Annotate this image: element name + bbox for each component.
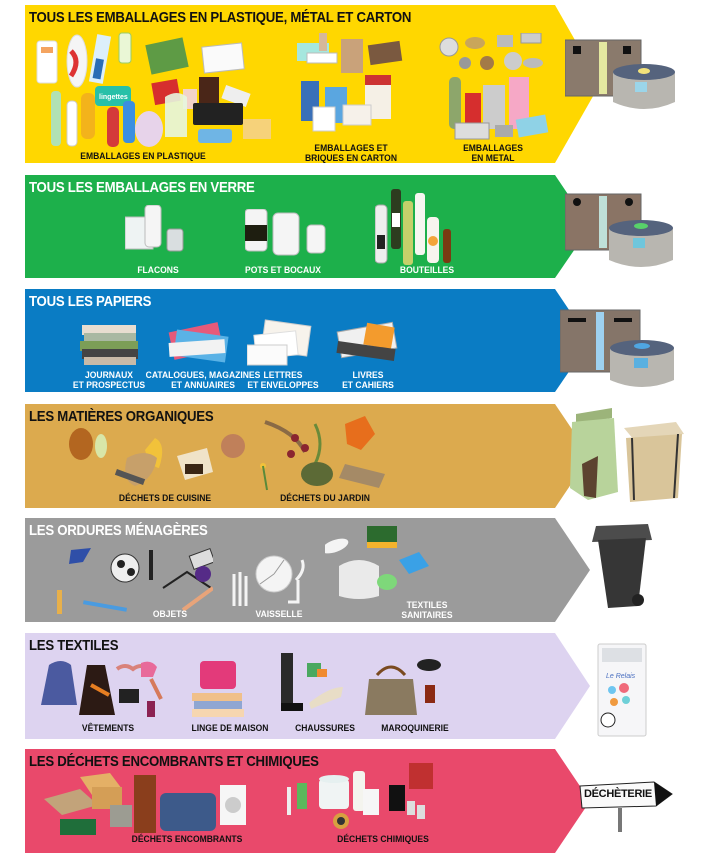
band-title: TOUS LES EMBALLAGES EN PLASTIQUE, MÉTAL … xyxy=(29,9,412,26)
flacons-illustration xyxy=(125,205,184,252)
item-label: CHAUSSURES xyxy=(295,723,355,734)
item-label: LIVRES ET CAHIERS xyxy=(342,370,394,391)
item-label: FLACONS xyxy=(137,265,179,276)
item-label: DÉCHETS ENCOMBRANTS xyxy=(131,834,243,845)
metal-packaging-illustration xyxy=(439,33,549,140)
dechets-cuisine-illustration xyxy=(69,428,245,486)
plastic-packaging-illustration: lingettes xyxy=(36,32,271,147)
vaisselle-illustration xyxy=(232,555,305,606)
bac-gris xyxy=(592,524,652,608)
livres-illustration xyxy=(336,321,398,361)
band-textiles: LES TEXTILES VÊTEMENTS LINGE DE MAISON C… xyxy=(25,633,605,739)
item-label: LETTRES ET ENVELOPPES xyxy=(247,370,319,391)
band-title: TOUS LES EMBALLAGES EN VERRE xyxy=(29,179,255,196)
journaux-illustration xyxy=(80,325,138,365)
item-label: VAISSELLE xyxy=(255,609,303,620)
linge-illustration xyxy=(192,661,244,717)
sorting-container-plastique xyxy=(565,39,675,109)
arrow-shape xyxy=(25,404,590,508)
encombrants-illustration xyxy=(44,773,246,835)
item-label: OBJETS xyxy=(152,609,188,620)
band-title: LES ORDURES MÉNAGÈRES xyxy=(29,522,208,539)
bouteilles-illustration xyxy=(375,189,451,265)
item-label: DÉCHETS DE CUISINE xyxy=(118,493,212,504)
conteneur-le-relais: Le Relais xyxy=(597,643,647,737)
sorting-container-papiers xyxy=(560,309,674,387)
item-label: DÉCHETS CHIMIQUES xyxy=(337,834,429,845)
chimiques-illustration xyxy=(287,763,433,829)
band-title: TOUS LES PAPIERS xyxy=(29,293,152,310)
carton-packaging-illustration xyxy=(297,33,403,132)
item-label: EMBALLAGES EN PLASTIQUE xyxy=(80,151,206,162)
item-label: TEXTILES SANITAIRES xyxy=(401,600,453,621)
chaussures-illustration xyxy=(281,653,343,711)
arrow-shape xyxy=(25,633,590,739)
arrow-shape xyxy=(25,518,590,622)
item-label: EMBALLAGES EN METAL xyxy=(463,143,523,164)
band-title: LES MATIÈRES ORGANIQUES xyxy=(29,408,214,425)
signpost-icon xyxy=(579,781,673,832)
composteurs xyxy=(570,408,684,502)
svg-text:lingettes: lingettes xyxy=(99,94,128,101)
item-label: EMBALLAGES ET BRIQUES EN CARTON xyxy=(304,143,398,164)
item-label: CATALOGUES, MAGAZINES ET ANNUAIRES xyxy=(145,370,261,391)
sorting-container-verre xyxy=(565,193,673,267)
textiles-sanitaires-illustration xyxy=(325,526,429,599)
band-organiques: LES MATIÈRES ORGANIQUES DÉCHETS DE CUISI… xyxy=(25,404,605,508)
le-relais-brand-text: Le Relais xyxy=(606,673,636,680)
item-label: MAROQUINERIE xyxy=(381,723,449,734)
item-label: VÊTEMENTS xyxy=(81,723,135,734)
maroquinerie-illustration xyxy=(365,659,441,715)
band-title: LES TEXTILES xyxy=(29,637,119,654)
item-label: LINGE DE MAISON xyxy=(191,723,269,734)
band-plastique-metal-carton: TOUS LES EMBALLAGES EN PLASTIQUE, MÉTAL … xyxy=(25,5,605,164)
decheterie-sign: DÉCHÈTERIE xyxy=(578,780,674,840)
band-encombrants-chimiques: LES DÉCHETS ENCOMBRANTS ET CHIMIQUES DÉC… xyxy=(25,749,605,853)
band-papiers: TOUS LES PAPIERS JOURNAUX ET PROSPECTUS … xyxy=(25,289,605,392)
band-title: LES DÉCHETS ENCOMBRANTS ET CHIMIQUES xyxy=(29,753,319,770)
vetements-illustration xyxy=(41,661,163,717)
dechets-jardin-illustration xyxy=(260,416,385,491)
item-label: DÉCHETS DU JARDIN xyxy=(280,493,370,504)
band-verre: TOUS LES EMBALLAGES EN VERRE FLACONS POT… xyxy=(25,175,605,278)
item-label: POTS ET BOCAUX xyxy=(244,265,322,276)
objets-illustration xyxy=(57,548,213,614)
catalogues-illustration xyxy=(168,322,229,363)
pots-bocaux-illustration xyxy=(245,209,326,256)
item-label: JOURNAUX ET PROSPECTUS xyxy=(72,370,146,391)
item-label: BOUTEILLES xyxy=(399,265,455,276)
lettres-illustration xyxy=(247,319,312,366)
decheterie-label: DÉCHÈTERIE xyxy=(584,788,652,800)
band-ordures: LES ORDURES MÉNAGÈRES OBJETS VAISSELLE T… xyxy=(25,518,605,622)
